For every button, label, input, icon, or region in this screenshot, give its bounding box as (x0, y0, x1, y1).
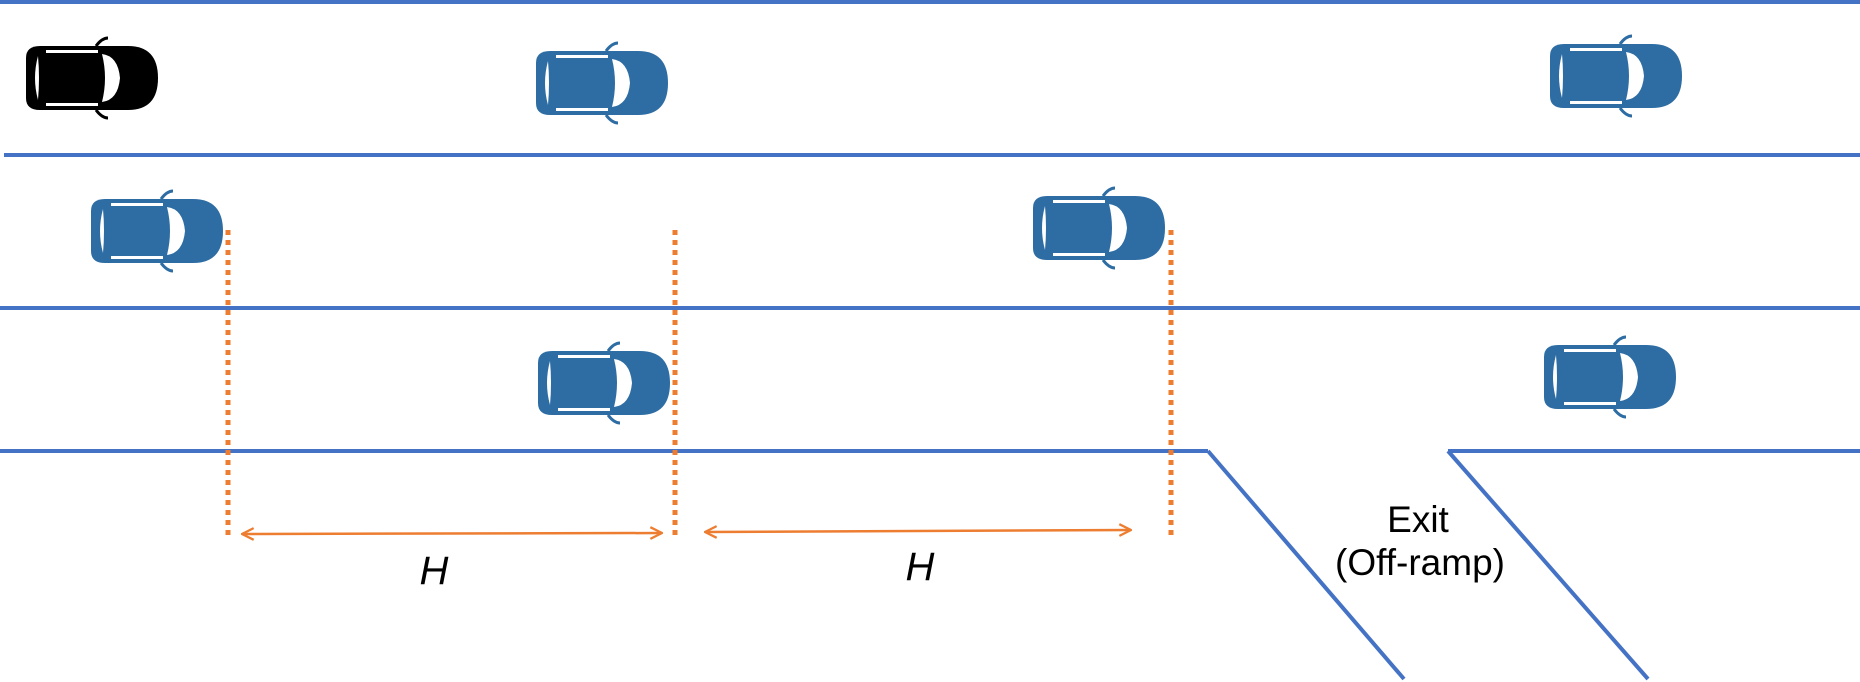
offramp-edge-right (1446, 449, 1650, 681)
car-icon-lane3-b (1544, 335, 1676, 419)
car-icon-lane1-b (1550, 34, 1682, 118)
exit-label-line1: Exit (1387, 499, 1449, 540)
headway-label-2: H (906, 545, 935, 589)
headway-arrows (242, 530, 1131, 534)
car-icon-lane1-a (536, 41, 668, 125)
headway-markers (225, 230, 1174, 538)
headway-arrow-2 (705, 530, 1131, 532)
exit-label-line2: (Off-ramp) (1335, 542, 1505, 583)
car-icon-lane2-b (1033, 186, 1165, 270)
ego-car-icon (26, 36, 158, 120)
car-icon-lane3-a (538, 341, 670, 425)
headway-label-1: H (420, 549, 449, 593)
offramp-edge-left (1206, 449, 1406, 681)
cars (26, 34, 1682, 425)
car-icon-lane2-a (91, 189, 223, 273)
headway-arrow-1 (242, 533, 662, 534)
